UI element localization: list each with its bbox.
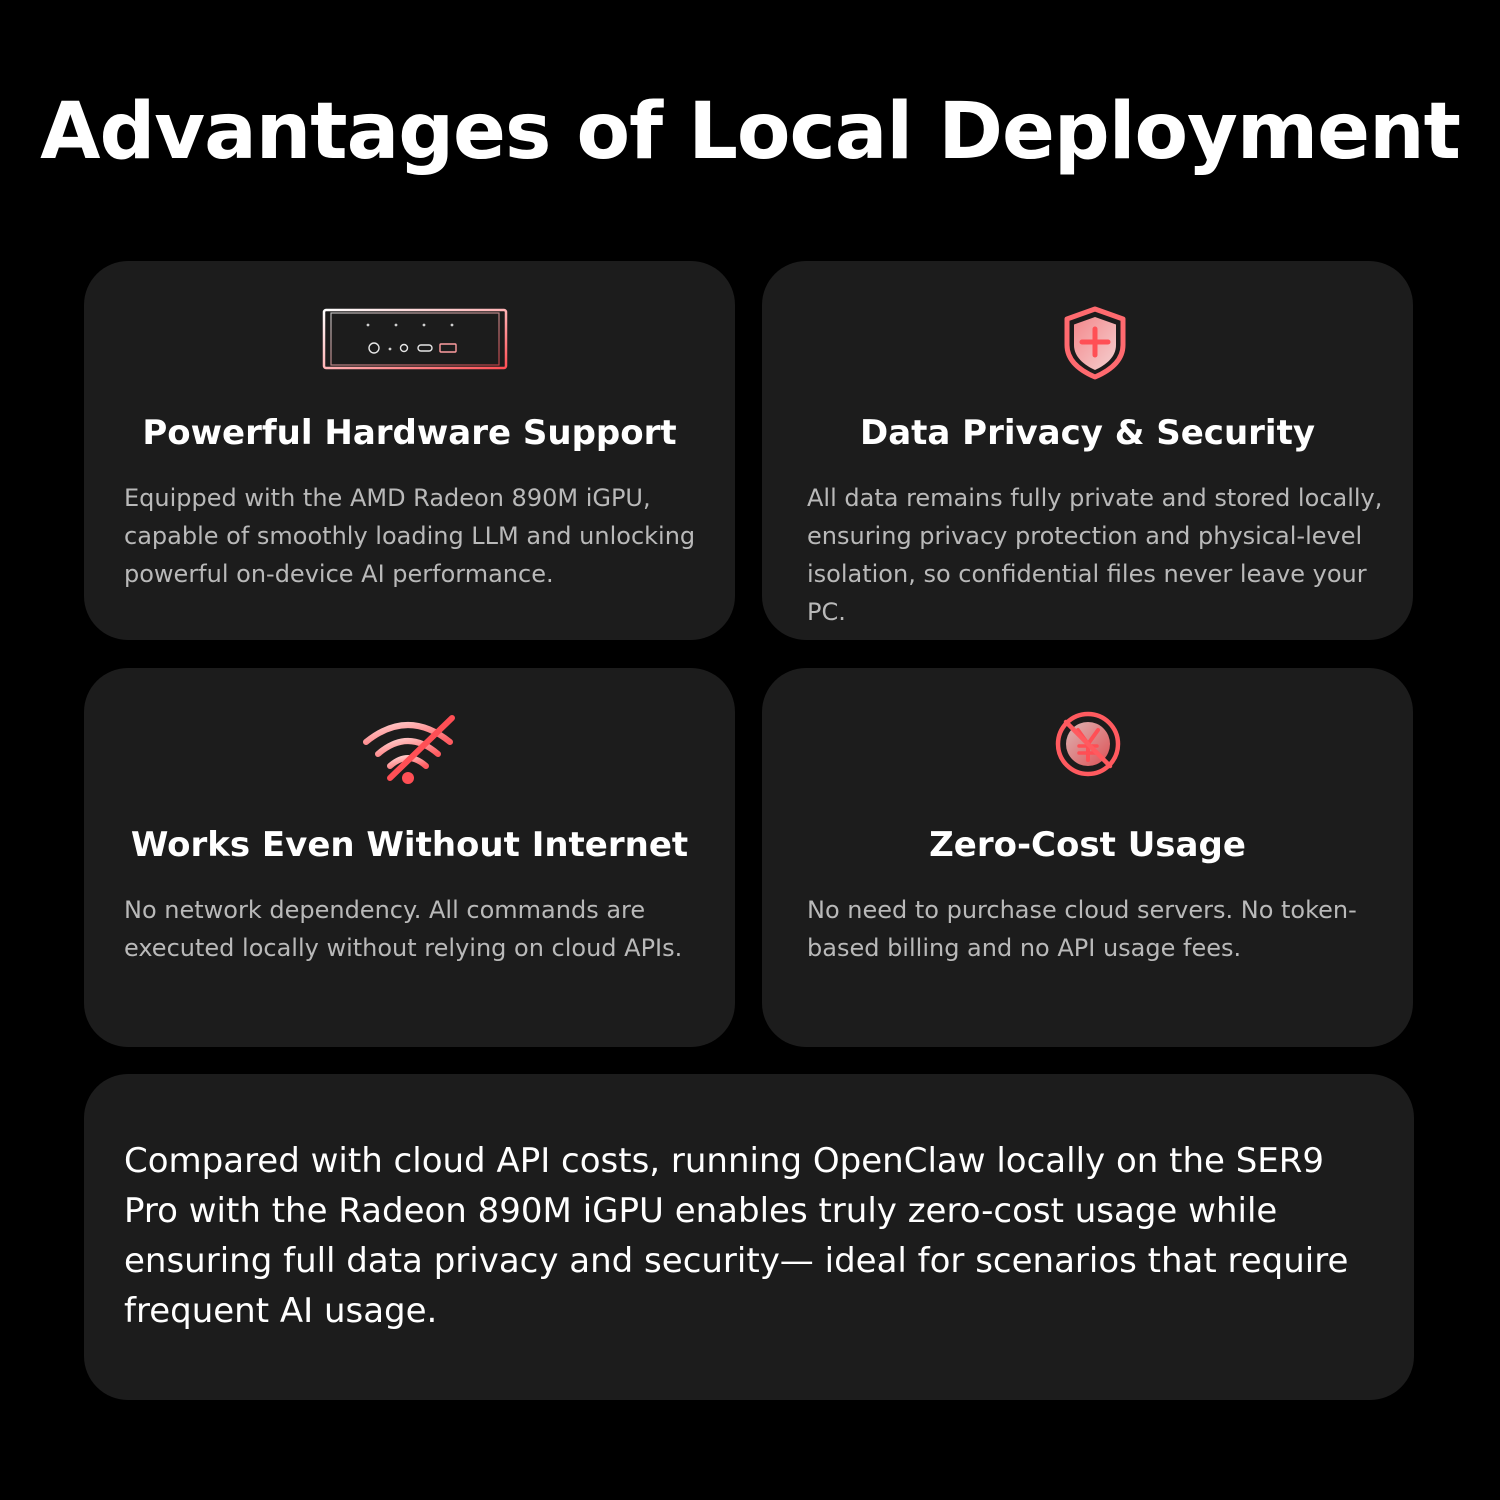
summary-text: Compared with cloud API costs, running O… — [124, 1141, 1349, 1331]
mini-pc-icon — [322, 308, 508, 374]
card-offline: Works Even Without Internet No network d… — [84, 668, 735, 1047]
card-description: All data remains fully private and store… — [807, 484, 1383, 626]
card-description: No need to purchase cloud servers. No to… — [807, 896, 1357, 962]
card-description: No network dependency. All commands are … — [124, 896, 683, 962]
card-title: Powerful Hardware Support — [142, 413, 677, 453]
shield-plus-icon — [1064, 306, 1126, 380]
no-yen-icon — [1055, 711, 1121, 777]
card-description: Equipped with the AMD Radeon 890M iGPU, … — [124, 484, 696, 588]
card-zero-cost: Zero-Cost Usage No need to purchase clou… — [762, 668, 1413, 1047]
card-title: Zero-Cost Usage — [929, 825, 1246, 865]
card-hardware-support: Powerful Hardware Support Equipped with … — [84, 261, 735, 640]
card-data-privacy: Data Privacy & Security All data remains… — [762, 261, 1413, 640]
page-title: Advantages of Local Deployment — [40, 87, 1461, 177]
card-title: Data Privacy & Security — [859, 413, 1316, 453]
card-title: Works Even Without Internet — [130, 825, 689, 865]
wifi-off-icon — [363, 715, 455, 784]
summary-card: Compared with cloud API costs, running O… — [84, 1074, 1414, 1400]
